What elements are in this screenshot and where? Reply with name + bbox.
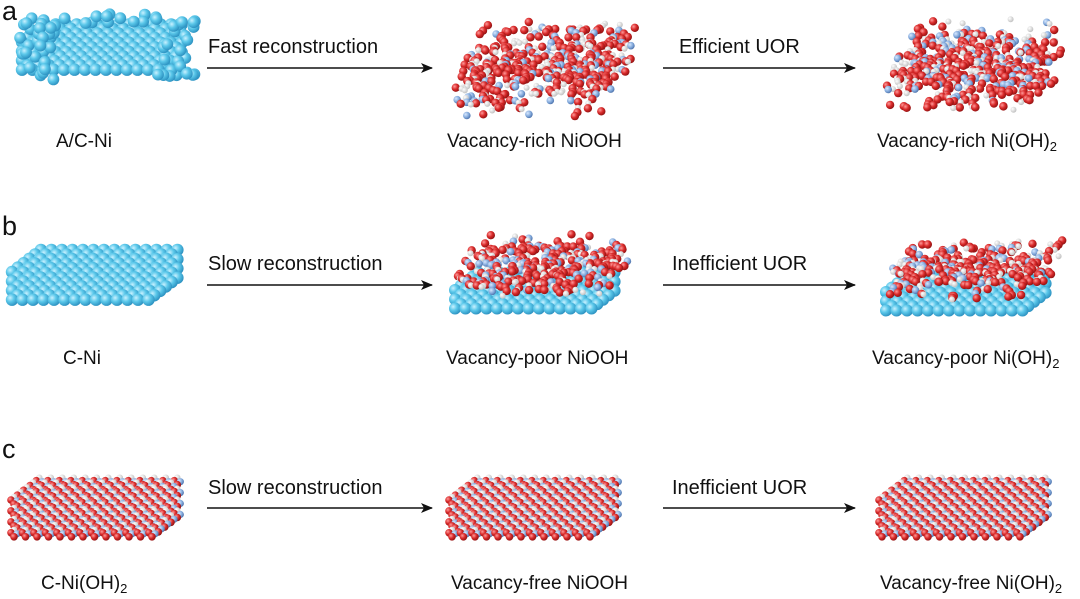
caption-a-end: Vacancy-rich Ni(OH)2 <box>877 131 1058 154</box>
caption-c-start: C-Ni(OH)2 <box>41 573 128 596</box>
arrow-label-a-2: Efficient UOR <box>679 36 800 58</box>
panel-letter-a: a <box>2 0 18 26</box>
structure-a-niooh-rich <box>451 17 639 121</box>
caption-a-mid: Vacancy-rich NiOOH <box>447 131 622 152</box>
caption-b-start: C-Ni <box>63 348 101 369</box>
structure-a-nioh2-rich <box>882 16 1066 113</box>
caption-b-end: Vacancy-poor Ni(OH)2 <box>872 348 1060 371</box>
panel-letter-b: b <box>2 211 18 241</box>
caption-b-mid: Vacancy-poor NiOOH <box>446 348 629 369</box>
caption-c-end: Vacancy-free Ni(OH)2 <box>880 573 1063 596</box>
structure-c-nioh2 <box>7 474 184 541</box>
structure-b-niooh-poor <box>449 230 632 315</box>
caption-c-mid: Vacancy-free NiOOH <box>451 573 629 594</box>
structure-a-ni-slab <box>14 8 201 86</box>
arrows <box>207 63 856 513</box>
arrow-label-c-2: Inefficient UOR <box>672 477 808 499</box>
structure-c-nioh2-free <box>875 474 1052 541</box>
arrow-label-a-1: Fast reconstruction <box>208 36 379 58</box>
caption-a-start: A/C-Ni <box>56 131 112 152</box>
arrow-label-b-2: Inefficient UOR <box>672 253 808 275</box>
arrow-label-b-1: Slow reconstruction <box>208 253 383 275</box>
structure-c-niooh-free <box>445 474 622 541</box>
panel-letter-c: c <box>2 434 16 464</box>
arrow-label-c-1: Slow reconstruction <box>208 477 383 499</box>
structure-b-nioh2-poor <box>880 236 1067 317</box>
structure-b-ni-slab <box>5 243 184 306</box>
